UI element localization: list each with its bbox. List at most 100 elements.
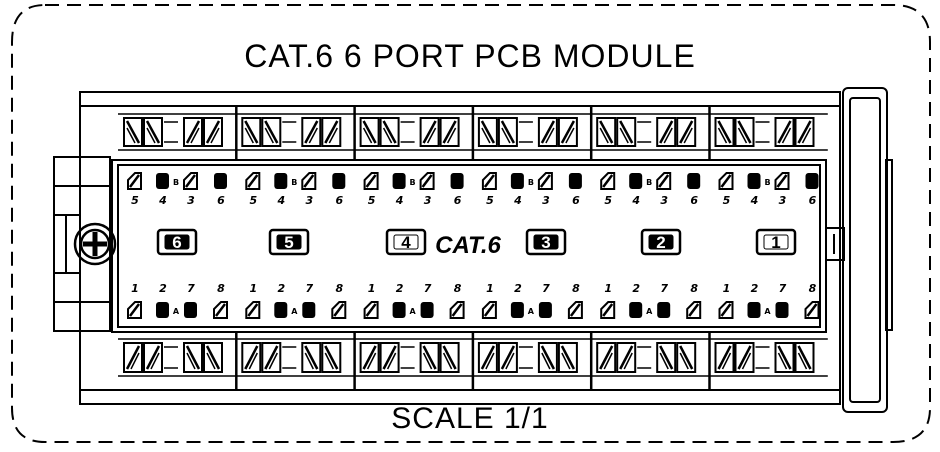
pin xyxy=(332,173,346,189)
terminal-cell xyxy=(143,117,163,147)
pin-label: 3 xyxy=(187,194,195,207)
pin xyxy=(510,173,524,189)
port-number-box: 2 xyxy=(640,228,682,256)
terminal-cell xyxy=(439,342,460,373)
terminal-cell xyxy=(616,342,637,373)
terminal-cell xyxy=(359,342,380,373)
terminal-cell xyxy=(143,342,163,373)
terminal-cell xyxy=(379,117,400,147)
terminal-cell xyxy=(656,342,677,373)
pin-label: 7 xyxy=(779,282,787,295)
pin-label: 8 xyxy=(690,282,698,295)
terminal-cell xyxy=(596,117,617,147)
pin-label: 4 xyxy=(158,194,167,207)
bottom-rail xyxy=(79,389,841,405)
terminal-cell xyxy=(656,117,677,147)
terminal-cell xyxy=(497,342,518,373)
pin xyxy=(656,172,672,190)
terminal-cell xyxy=(616,117,637,147)
pin-label: 2 xyxy=(514,282,522,295)
terminal-cell xyxy=(439,117,460,147)
pin-label: 8 xyxy=(335,282,343,295)
pin-label: 2 xyxy=(396,282,404,295)
pin xyxy=(600,172,616,190)
pin xyxy=(331,301,347,319)
pin-label: 7 xyxy=(542,282,550,295)
pin xyxy=(687,173,701,189)
pin xyxy=(657,302,671,318)
pin-label: 8 xyxy=(217,282,225,295)
terminal-cell xyxy=(537,117,558,147)
terminal-cell xyxy=(419,117,440,147)
pin xyxy=(392,302,406,318)
pin-label: 2 xyxy=(751,282,759,295)
pair-marker: B xyxy=(764,178,770,187)
pin-label: 8 xyxy=(809,282,817,295)
terminal-cell xyxy=(537,342,558,373)
pair-marker: A xyxy=(764,307,771,316)
pair-marker: B xyxy=(646,178,652,187)
pin-label: 7 xyxy=(187,282,195,295)
pin xyxy=(804,301,820,319)
pin-label: 1 xyxy=(486,282,494,295)
pin-label: 6 xyxy=(454,194,462,207)
terminal-cell xyxy=(714,342,735,373)
pin-label: 4 xyxy=(631,194,640,207)
pcb-face xyxy=(111,159,827,333)
pin xyxy=(481,172,497,190)
pin xyxy=(718,301,734,319)
pin xyxy=(245,172,261,190)
terminal-cell xyxy=(497,117,518,147)
pin xyxy=(538,302,552,318)
pin-label: 5 xyxy=(131,194,139,207)
sheet-border xyxy=(11,4,931,443)
pair-marker: B xyxy=(528,178,534,187)
pin xyxy=(449,301,465,319)
pin-label: 5 xyxy=(486,194,494,207)
pin-label: 5 xyxy=(249,194,257,207)
right-latch xyxy=(825,87,893,413)
pin-label: 5 xyxy=(723,194,731,207)
pair-marker: A xyxy=(646,307,653,316)
pin-label: 7 xyxy=(424,282,432,295)
pin xyxy=(419,172,435,190)
pin xyxy=(686,301,702,319)
pin-label: 5 xyxy=(604,194,612,207)
pin xyxy=(156,302,169,318)
pin xyxy=(245,301,261,319)
pin-label: 4 xyxy=(750,194,759,207)
pin-label: 7 xyxy=(660,282,668,295)
pin xyxy=(274,302,288,318)
terminal-cell xyxy=(676,342,697,373)
pin-label: 3 xyxy=(305,194,313,207)
terminal-cell xyxy=(379,342,400,373)
terminal-cell xyxy=(261,117,282,147)
terminal-cell xyxy=(734,342,755,373)
top-rail xyxy=(79,91,841,107)
terminal-cell xyxy=(419,342,440,373)
pair-marker: B xyxy=(173,178,179,187)
terminal-cell xyxy=(321,342,342,373)
pin-label: 1 xyxy=(368,282,376,295)
pin-label: 3 xyxy=(779,194,787,207)
pin-label: 6 xyxy=(217,194,225,207)
pin-label: 1 xyxy=(131,282,139,295)
pin-label: 2 xyxy=(632,282,640,295)
pair-marker: A xyxy=(291,307,298,316)
terminal-cell xyxy=(794,117,815,147)
pin-label: 3 xyxy=(424,194,432,207)
pin xyxy=(600,301,616,319)
terminal-cell xyxy=(301,342,322,373)
pin xyxy=(775,302,789,318)
pin-label: 3 xyxy=(542,194,550,207)
port-number-box: 5 xyxy=(268,228,310,256)
pin xyxy=(156,173,169,189)
pin xyxy=(774,172,790,190)
pin xyxy=(363,172,379,190)
cat6-logo: CAT.6 xyxy=(435,232,501,259)
pin-label: 2 xyxy=(277,282,285,295)
port-number-box: 3 xyxy=(525,228,567,256)
pin xyxy=(747,173,761,189)
terminal-cell xyxy=(794,342,815,373)
